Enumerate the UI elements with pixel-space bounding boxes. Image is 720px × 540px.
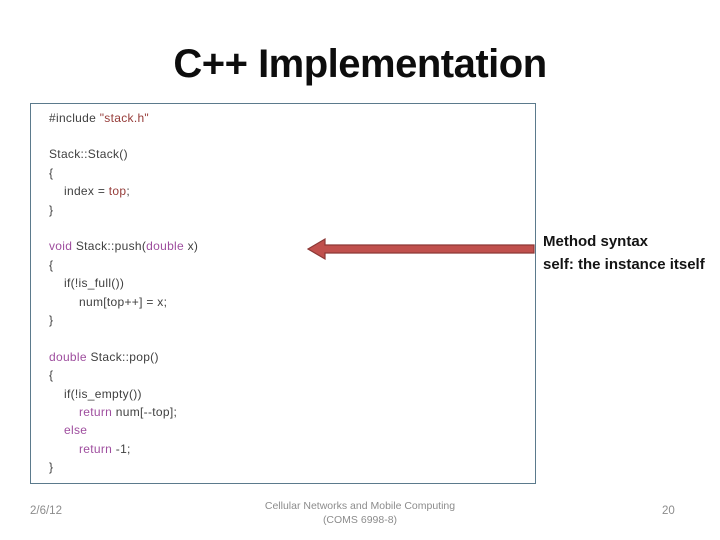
code-segment: return xyxy=(79,441,113,456)
code-segment: Stack::push( xyxy=(72,239,147,254)
code-segment: Stack::Stack() xyxy=(49,147,128,162)
code-segment: double xyxy=(49,349,87,364)
footer-course-line2: (COMS 6998-8) xyxy=(322,513,398,526)
code-lines: #include "stack.h" Stack::Stack(){index … xyxy=(49,109,531,477)
code-segment: x) xyxy=(184,239,199,254)
code-line: { xyxy=(49,164,531,182)
footer-course: Cellular Networks and Mobile Computing (… xyxy=(0,500,720,527)
code-segment: num[--top]; xyxy=(112,405,178,419)
code-segment: num[top++] = x; xyxy=(79,294,168,309)
code-line: void Stack::push(double x) xyxy=(49,237,531,255)
code-box: #include "stack.h" Stack::Stack(){index … xyxy=(30,103,536,484)
code-segment: -1; xyxy=(112,441,131,456)
callout-text: Method syntax self: the instance itself xyxy=(543,231,705,276)
code-segment: { xyxy=(49,257,54,272)
code-segment: Stack::pop() xyxy=(86,349,159,364)
code-segment: void xyxy=(49,239,73,254)
code-line: #include "stack.h" xyxy=(49,109,531,127)
footer-page-number: 20 xyxy=(662,505,675,517)
code-line: num[top++] = x; xyxy=(49,293,531,311)
code-line: { xyxy=(49,366,531,384)
code-segment: double xyxy=(146,239,184,254)
code-line: index = top; xyxy=(49,182,531,200)
callout-line2: self: the instance itself xyxy=(543,255,705,273)
code-segment: index = xyxy=(64,184,109,199)
code-line xyxy=(49,329,531,347)
code-segment: } xyxy=(49,202,54,217)
footer-date: 2/6/12 xyxy=(30,505,62,517)
footer-course-line1: Cellular Networks and Mobile Computing xyxy=(264,500,456,512)
page-title: C++ Implementation xyxy=(173,42,547,86)
code-segment: { xyxy=(49,368,54,383)
callout-line1: Method syntax xyxy=(543,233,649,250)
code-line: if(!is_full()) xyxy=(49,274,531,292)
left-block-arrow-shape xyxy=(306,237,535,261)
code-segment: "stack.h" xyxy=(99,110,149,125)
code-segment: { xyxy=(49,165,54,180)
code-line: double Stack::pop() xyxy=(49,348,531,366)
code-segment: top xyxy=(108,184,127,199)
code-line: return num[--top]; xyxy=(49,403,531,421)
code-line: } xyxy=(49,458,531,476)
code-line: Stack::Stack() xyxy=(49,145,531,163)
code-segment: ; xyxy=(126,184,130,199)
code-line: { xyxy=(49,256,531,274)
code-line: else xyxy=(49,421,531,439)
code-line xyxy=(49,127,531,145)
code-segment: } xyxy=(49,460,54,475)
code-line xyxy=(49,219,531,237)
code-segment: else xyxy=(64,423,88,438)
left-block-arrow-icon xyxy=(306,237,535,261)
code-segment: if(!is_full()) xyxy=(64,276,125,291)
code-line: } xyxy=(49,201,531,219)
code-segment: if(!is_empty()) xyxy=(64,386,142,401)
code-segment: #include xyxy=(49,110,100,125)
code-line: if(!is_empty()) xyxy=(49,385,531,403)
code-segment: return xyxy=(79,405,113,419)
code-segment: } xyxy=(49,312,54,327)
code-line: } xyxy=(49,311,531,329)
code-line: return -1; xyxy=(49,440,531,458)
